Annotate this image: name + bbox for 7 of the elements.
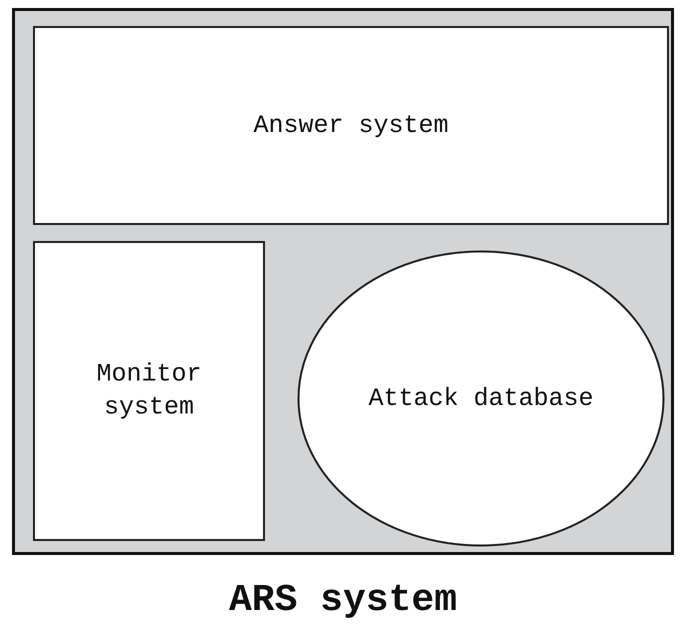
node-label: Attack database [367,382,595,414]
node-label: Monitor system [95,358,203,423]
database-ellipse [297,250,665,547]
node-label: Answer system [252,109,450,142]
component-box [33,26,669,225]
group-label: ARS system [228,579,458,622]
component-box [33,241,265,541]
